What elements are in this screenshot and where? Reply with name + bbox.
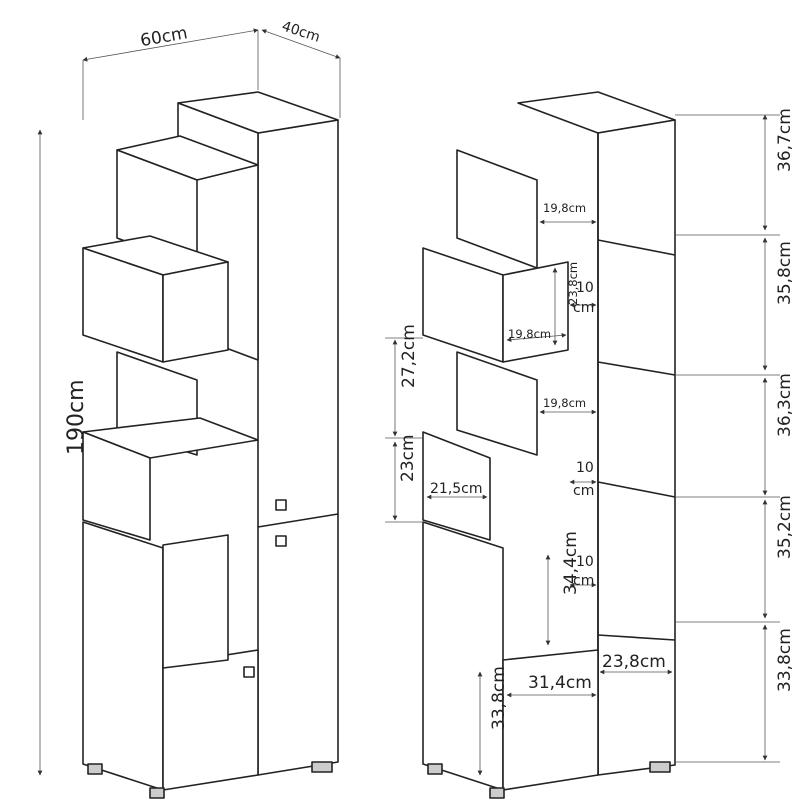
- left-bottom-door: [82, 521, 164, 791]
- inner-d3-unit: cm: [573, 573, 594, 589]
- right-bottom-box: [422, 521, 504, 791]
- left-height-2: 23cm: [398, 434, 418, 482]
- left-door-split: [257, 513, 339, 528]
- left-cube-4-front: [82, 431, 151, 541]
- inner-d2: 10: [576, 460, 594, 476]
- right-height-3: 36,3cm: [775, 373, 795, 437]
- left-foot-3: [311, 761, 333, 773]
- inner-w4: 21,5cm: [430, 481, 483, 497]
- left-foot-2: [149, 787, 165, 799]
- inner-d1-unit: cm: [573, 300, 594, 316]
- left-cube-2-side: [162, 261, 229, 363]
- right-height-5: 33,8cm: [775, 628, 795, 692]
- depth-label: 40cm: [280, 18, 322, 45]
- left-knob-3: [243, 666, 255, 678]
- right-cube-3-front: [456, 351, 538, 456]
- inner-w6: 23,8cm: [602, 652, 666, 672]
- inner-h2: 34,4cm: [561, 531, 581, 595]
- right-cube-4-front: [422, 431, 491, 541]
- left-height-3: 33,8cm: [489, 666, 509, 730]
- right-bottom-shelf: [502, 649, 599, 791]
- left-bookcase: [82, 91, 339, 799]
- inner-w1: 19,8cm: [543, 201, 586, 215]
- right-cube-2-side: [502, 261, 569, 363]
- inner-w2: 19,8cm: [543, 396, 586, 410]
- right-height-dimensions: [675, 114, 780, 763]
- inner-d2-unit: cm: [573, 483, 594, 499]
- left-foot-1: [87, 763, 103, 775]
- right-foot-1: [427, 763, 443, 775]
- width-label: 60cm: [139, 23, 189, 51]
- right-tall-column-back: [597, 119, 676, 776]
- overall-dimensions: [37, 28, 341, 776]
- right-height-1: 36,7cm: [775, 108, 795, 172]
- left-knob-2: [275, 535, 287, 547]
- left-tall-column-front: [257, 119, 339, 776]
- inner-h1: 23,8cm: [566, 262, 580, 305]
- inner-dimensions: [426, 219, 673, 698]
- inner-d3: 10: [576, 554, 594, 570]
- right-height-4: 35,2cm: [775, 495, 795, 559]
- inner-d1: 10: [576, 280, 594, 296]
- right-cube-2-front: [422, 247, 504, 363]
- right-foot-2: [489, 787, 505, 799]
- right-bookcase: [422, 91, 676, 799]
- inner-w3: 19,8cm: [508, 327, 551, 341]
- left-height-1: 27,2cm: [399, 324, 419, 388]
- right-cube-1-front: [456, 149, 538, 269]
- inner-w5: 31,4cm: [528, 673, 592, 693]
- right-foot-3: [649, 761, 671, 773]
- right-height-2: 35,8cm: [775, 241, 795, 305]
- height-label: 190cm: [64, 379, 89, 455]
- left-cube-5-front: [162, 534, 229, 669]
- left-knob-1: [275, 499, 287, 511]
- left-height-dimensions: [385, 337, 483, 776]
